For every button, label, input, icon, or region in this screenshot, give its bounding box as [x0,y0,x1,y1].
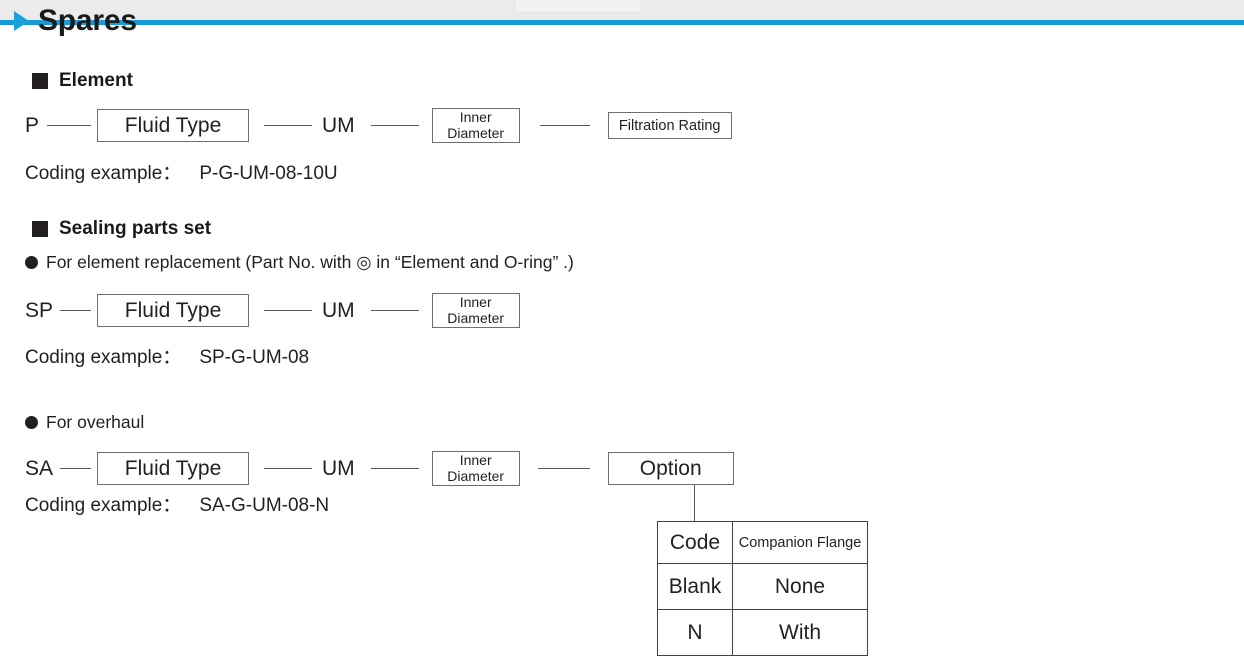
dash-connector [264,125,313,126]
table-row: Blank None [657,563,868,610]
coding-example-overhaul: Coding example： SA-G-UM-08-N [25,490,329,517]
code-string-overhaul: SA Fluid Type UM Inner Diameter Option [25,451,734,486]
code-string-sealing-parts-set: SP Fluid Type UM Inner Diameter [25,293,520,328]
page-title-text: Spares [38,4,137,37]
code-prefix-p: P [25,114,40,137]
coding-example-value: SP-G-UM-08 [199,347,310,368]
filled-square-bullet-icon [32,221,48,237]
coding-example-label: Coding example： [25,163,182,184]
label-um: UM [322,114,355,137]
section-heading-sealing-parts-set-label: Sealing parts set [59,218,212,239]
code-prefix-sp: SP [25,299,54,322]
title-band-mask [0,0,210,20]
dash-connector [539,125,590,126]
box-fluid-type: Fluid Type [97,294,250,327]
code-string-element: P Fluid Type UM Inner Diameter Filtratio… [25,108,732,143]
box-option: Option [607,452,734,485]
table-cell-code-n: N [657,609,733,656]
dash-connector [264,468,313,469]
box-inner-diameter-line1: Inner [459,293,492,310]
table-header-row: Code Companion Flange [657,521,868,564]
box-filtration-rating: Filtration Rating [607,112,732,139]
label-um: UM [322,457,355,480]
option-code-table: Code Companion Flange Blank None N With [657,521,868,656]
filled-circle-bullet-icon [25,256,38,269]
section-heading-sealing-parts-set: Sealing parts set [32,218,211,240]
table-header-code: Code [657,521,733,564]
dash-connector [264,310,313,311]
table-cell-flange-none: None [732,563,868,610]
subsection-for-element-replacement-label: For element replacement (Part No. with ◎… [46,252,574,272]
coding-example-value: P-G-UM-08-10U [199,163,338,184]
page-title: Spares [14,2,137,40]
box-inner-diameter: Inner Diameter [431,293,520,328]
dash-connector [60,468,92,469]
box-inner-diameter-line2: Diameter [447,124,505,141]
box-inner-diameter-line1: Inner [459,451,492,468]
browser-tab[interactable] [515,0,641,12]
filled-square-bullet-icon [32,73,48,89]
dash-connector [60,310,92,311]
dash-connector [370,125,419,126]
label-um: UM [322,299,355,322]
subsection-for-element-replacement: For element replacement (Part No. with ◎… [25,252,574,273]
dash-connector [370,310,419,311]
box-inner-diameter-line2: Diameter [447,467,505,484]
subsection-for-overhaul: For overhaul [25,412,144,433]
filled-circle-bullet-icon [25,416,38,429]
coding-example-element: Coding example： P-G-UM-08-10U [25,158,338,185]
box-fluid-type: Fluid Type [97,452,250,485]
box-inner-diameter-line2: Diameter [447,309,505,326]
header-accent-rule [0,20,1244,25]
coding-example-label: Coding example： [25,495,182,516]
coding-example-sealing-parts-set: Coding example： SP-G-UM-08 [25,342,309,369]
box-fluid-type: Fluid Type [97,109,250,142]
code-prefix-sa: SA [25,457,54,480]
dash-connector [537,468,590,469]
option-table-connector-line [694,485,695,521]
dash-connector [47,125,92,126]
coding-example-label: Coding example： [25,347,182,368]
table-header-companion-flange: Companion Flange [732,521,868,564]
triangle-right-icon [14,11,29,31]
table-cell-flange-with: With [732,609,868,656]
section-heading-element-label: Element [59,70,133,91]
table-cell-code-blank: Blank [657,563,733,610]
box-inner-diameter: Inner Diameter [431,108,520,143]
subsection-for-overhaul-label: For overhaul [46,412,145,432]
box-inner-diameter-line1: Inner [459,108,492,125]
coding-example-value: SA-G-UM-08-N [199,495,330,516]
dash-connector [370,468,419,469]
table-row: N With [657,609,868,656]
box-inner-diameter: Inner Diameter [431,451,520,486]
section-heading-element: Element [32,70,133,92]
